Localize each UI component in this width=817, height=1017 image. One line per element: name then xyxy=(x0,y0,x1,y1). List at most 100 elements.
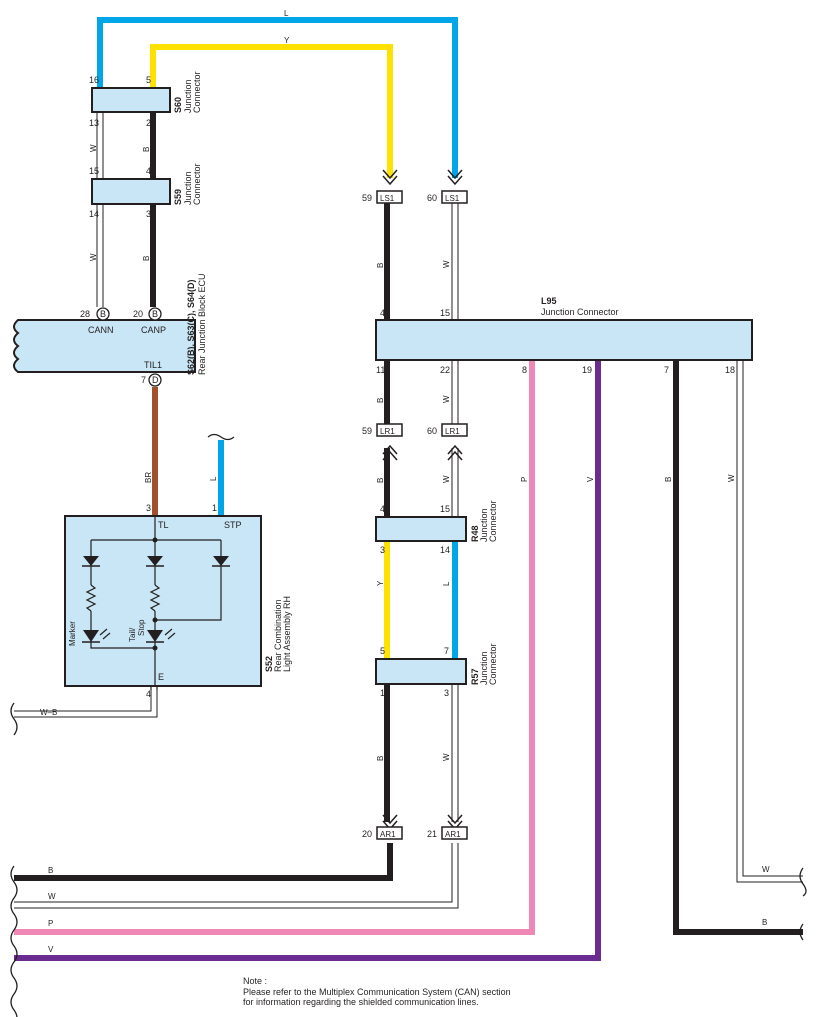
wire-w-l95-lr1 xyxy=(451,360,459,424)
ar1-tag-label-2: AR1 xyxy=(445,830,461,839)
wire-label-l-stp: L xyxy=(209,476,218,481)
pin-16: 16 xyxy=(89,75,99,85)
bottom-wire-w-right: W xyxy=(762,865,770,874)
wire-w-lr1-r48 xyxy=(451,448,459,516)
r48-name2: Connector xyxy=(488,500,498,542)
l95-wire-w: W xyxy=(442,395,451,403)
r57-pin-5: 5 xyxy=(380,646,385,656)
lr1-wire-b: B xyxy=(376,478,385,483)
s59-labels: 15 4 14 3 W B S59 Junction Connector xyxy=(89,163,202,261)
ecu-pin-28: 28 xyxy=(80,309,90,319)
wire-wb-ground xyxy=(14,688,158,718)
r57-connector-box xyxy=(375,658,467,685)
r48-name: Junction xyxy=(479,508,489,542)
s52-tail-label: Tail/ xyxy=(128,627,137,642)
bottom-wire-w: W xyxy=(48,892,56,901)
ecu-pin-7: 7 xyxy=(141,375,146,385)
r48-pin-14: 14 xyxy=(440,545,450,555)
lr1-tag-60 xyxy=(441,423,468,437)
l95-wire-w2: W xyxy=(727,474,736,482)
wire-w-bottom xyxy=(14,843,459,909)
l95-pin-18: 18 xyxy=(725,365,735,375)
r57-pin-7: 7 xyxy=(444,646,449,656)
l95-labels: L95 Junction Connector 4 15 11 22 8 19 7… xyxy=(376,296,736,482)
bottom-wire-b: B xyxy=(48,866,53,875)
wires xyxy=(14,17,803,961)
note-line-1: Please refer to the Multiplex Communicat… xyxy=(243,987,511,997)
s52-term-stp: STP xyxy=(224,520,242,530)
r57-labels: 5 7 1 3 B W R57 Junction Connector xyxy=(376,643,498,761)
s59-code: S59 xyxy=(173,189,183,205)
lr1-pin-60: 60 xyxy=(427,426,437,436)
ecu-pin-20: 20 xyxy=(133,309,143,319)
r48-connector-box xyxy=(375,516,467,542)
ar1-tag-20 xyxy=(376,826,403,840)
wire-label-y-top: Y xyxy=(284,36,290,45)
l95-wire-v: V xyxy=(586,476,595,482)
wire-label-br: BR xyxy=(144,472,153,483)
r48-pin-3: 3 xyxy=(380,545,385,555)
r57-wire-w: W xyxy=(442,753,451,761)
s52-name2: Light Assembly RH xyxy=(282,596,292,672)
s52-pin-4: 4 xyxy=(146,689,151,699)
s59-name2: Connector xyxy=(192,163,202,205)
lr1-labels: LR1 LR1 59 60 B W xyxy=(362,426,460,483)
l95-pin-15: 15 xyxy=(440,308,450,318)
s52-term-tl: TL xyxy=(158,520,169,530)
ecu-labels: 28 20 7 B B D CANN CANP TIL1 S62(B), S63… xyxy=(80,273,218,513)
wire-b-right xyxy=(673,360,803,935)
break-marks xyxy=(10,702,807,1017)
bottom-wire-b-right: B xyxy=(762,918,767,927)
ecu-term-canp: CANP xyxy=(141,325,166,335)
ls1-wire-b: B xyxy=(376,263,385,268)
l95-connector-box xyxy=(375,319,753,361)
r48-code: R48 xyxy=(470,525,480,542)
wire-l-top xyxy=(97,17,458,178)
l95-pin-19: 19 xyxy=(582,365,592,375)
ar1-tag-21 xyxy=(441,826,468,840)
note-line-2: for information regarding the shielded c… xyxy=(243,997,479,1007)
wire-w-r57-ar1 xyxy=(451,685,459,822)
ls1-tag-59 xyxy=(376,190,403,204)
s59-wire-w: W xyxy=(89,253,98,261)
s52-labels: TL STP E 4 Marker Tail/ Stop S52 Rear Co… xyxy=(40,520,292,717)
s52-name: Rear Combination xyxy=(273,599,283,672)
l95-wire-p: P xyxy=(520,477,529,482)
l95-pin-8: 8 xyxy=(522,365,527,375)
wire-w-ls1-l95 xyxy=(451,203,459,320)
ecu-connector-circles xyxy=(96,307,162,387)
r48-wire-l: L xyxy=(442,581,451,586)
wire-v xyxy=(14,360,601,961)
s52-marker-label: Marker xyxy=(68,621,77,646)
pin-5: 5 xyxy=(146,75,151,85)
ar1-pin-20: 20 xyxy=(362,829,372,839)
lamp-junction-dot xyxy=(152,537,158,543)
led-tail-icon xyxy=(147,630,163,642)
note-title: Note : xyxy=(243,976,267,986)
note: Note : Please refer to the Multiplex Com… xyxy=(243,976,511,1007)
diode-stop-icon xyxy=(213,556,229,566)
s59-name: Junction xyxy=(183,171,193,205)
r57-code: R57 xyxy=(470,668,480,685)
ar1-pin-21: 21 xyxy=(427,829,437,839)
wire-b-bottom xyxy=(14,843,393,881)
s60-code: S60 xyxy=(173,97,183,113)
diode-tail-icon xyxy=(147,556,163,566)
s52-lamp-box xyxy=(64,515,262,687)
wire-w-s60-s59 xyxy=(96,113,104,178)
l95-pin-4: 4 xyxy=(380,308,385,318)
l95-pin-22: 22 xyxy=(440,365,450,375)
r57-name: Junction xyxy=(479,651,489,685)
top-labels: L Y 16 5 xyxy=(89,9,290,85)
r57-pin-1: 1 xyxy=(380,688,385,698)
lr1-wire-w: W xyxy=(442,475,451,483)
diode-marker-icon xyxy=(83,556,99,566)
wire-w-right xyxy=(736,360,803,883)
lr1-tag-59 xyxy=(376,423,403,437)
lamp-junction-dot-2 xyxy=(152,617,158,623)
s60-connector-box xyxy=(91,87,171,113)
lr1-tag-label-1: LR1 xyxy=(380,427,395,436)
bottom-wire-p: P xyxy=(48,919,53,928)
lr1-tag-label-2: LR1 xyxy=(445,427,460,436)
